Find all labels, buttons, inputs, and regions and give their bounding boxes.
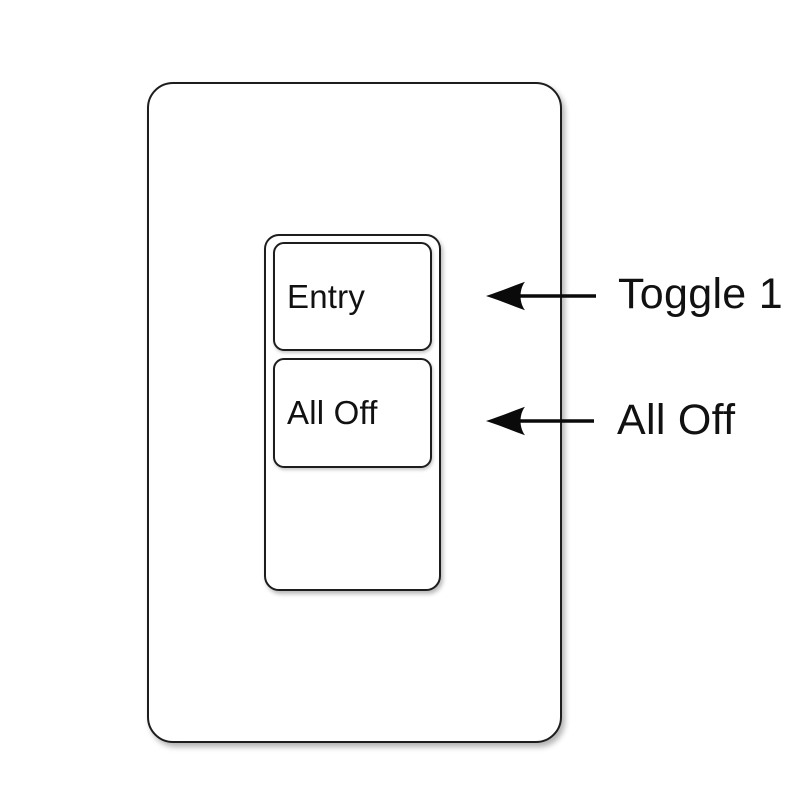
left-arrow-icon (486, 281, 596, 311)
entry-button-label: Entry (287, 277, 366, 315)
entry-button: Entry (273, 242, 432, 351)
left-arrow-icon (486, 406, 594, 436)
arrow-head (486, 406, 525, 436)
callout-label-all-off: All Off (617, 395, 736, 444)
all-off-button: All Off (273, 358, 432, 468)
arrow-head (486, 281, 525, 311)
all-off-button-label: All Off (287, 394, 378, 431)
callout-label-toggle-1: Toggle 1 (618, 269, 783, 318)
